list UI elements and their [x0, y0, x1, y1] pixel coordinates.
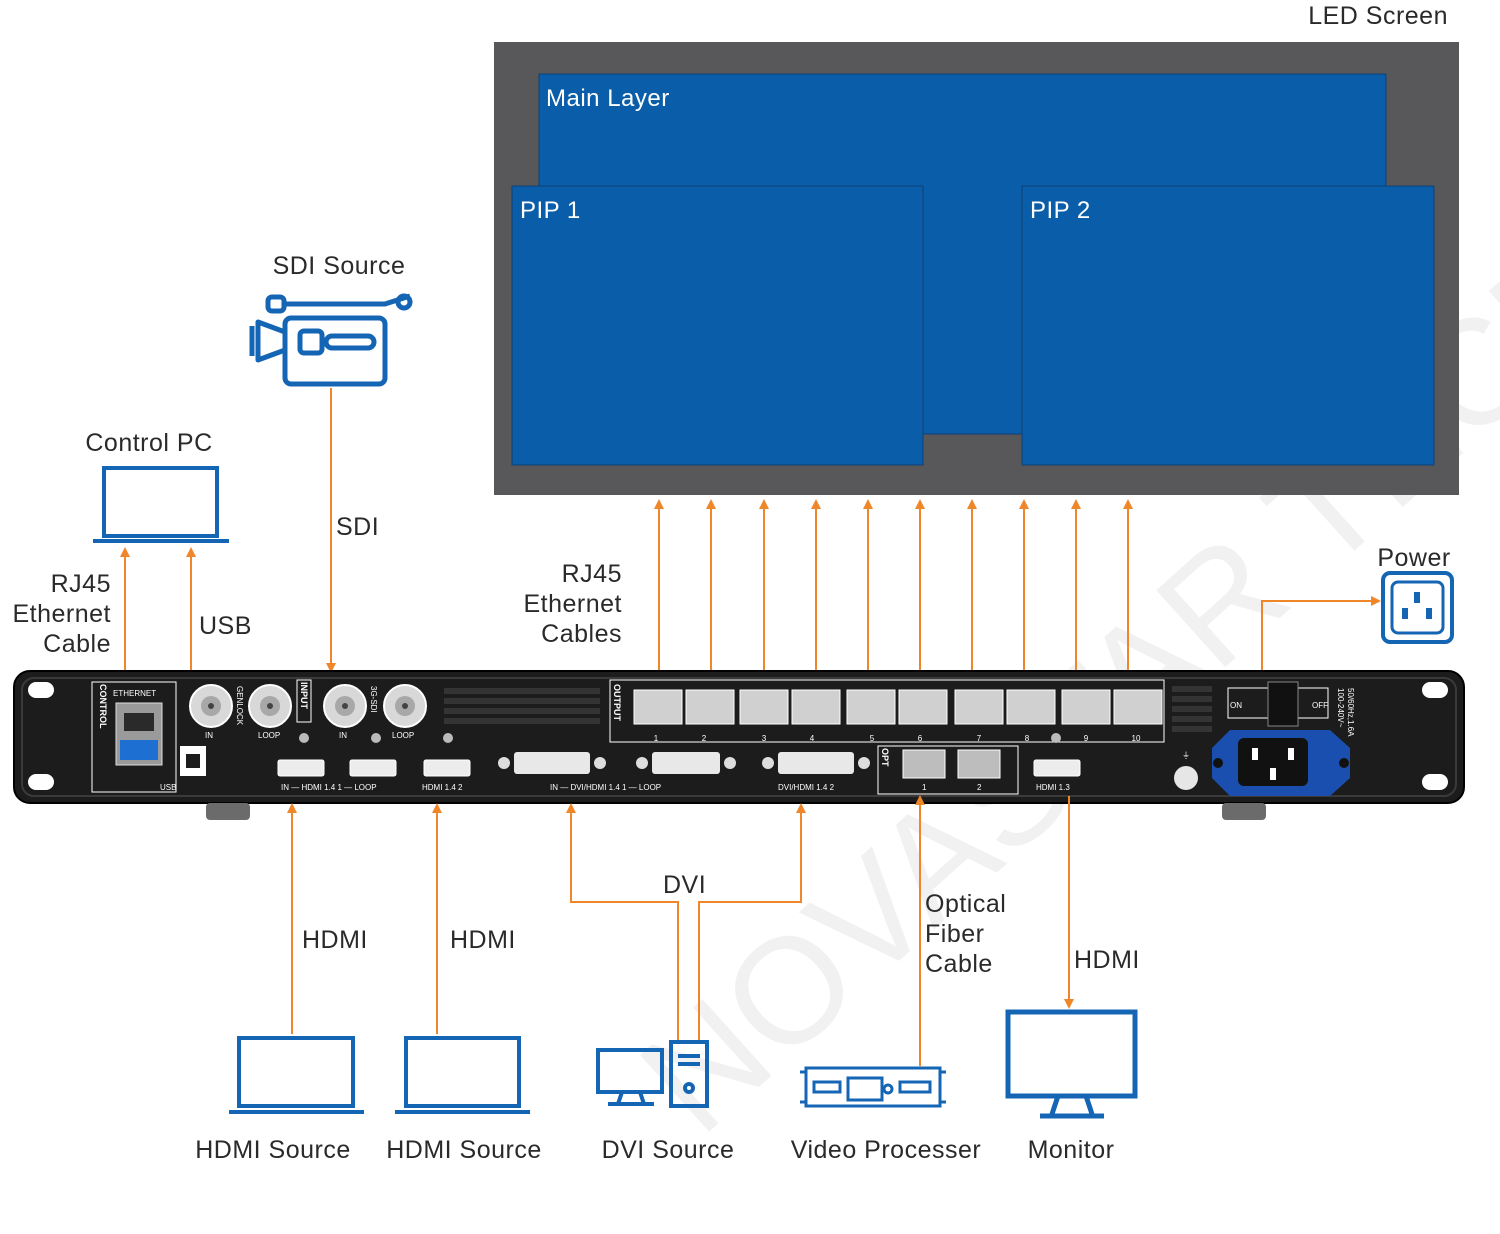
hdmi-source-2: HDMI Source — [386, 1036, 542, 1164]
control-pc: Control PC — [85, 429, 229, 543]
output-port-number: 5 — [870, 734, 875, 743]
hdmi-source-1-label: HDMI Source — [195, 1136, 351, 1164]
hdmi-source-1: HDMI Source — [195, 1036, 364, 1164]
laptop-icon — [229, 1036, 364, 1114]
pip2-label: PIP 2 — [1030, 197, 1091, 224]
rj45-label-2: Ethernet — [12, 600, 111, 628]
panel-output-label: OUTPUT — [612, 684, 622, 722]
power-switch[interactable] — [1267, 681, 1299, 727]
control-pc-label: Control PC — [85, 429, 212, 457]
pip1-layer — [511, 185, 924, 466]
video-processor-label: Video Processer — [791, 1136, 981, 1164]
output-arrows — [654, 499, 1133, 688]
panel-hdmi-2-label: HDMI 1.4 2 — [422, 783, 463, 792]
output-port-number: 8 — [1025, 734, 1030, 743]
hdmi-label-2: HDMI — [450, 926, 516, 954]
optical-label-2: Fiber — [925, 920, 984, 948]
rack-hole-icon — [28, 774, 54, 790]
dvi-source-label: DVI Source — [602, 1136, 735, 1164]
panel-opt2-label: 2 — [977, 783, 982, 792]
pip1-label: PIP 1 — [520, 197, 581, 224]
optical-label-3: Cable — [925, 950, 993, 978]
monitor-label: Monitor — [1028, 1136, 1115, 1164]
input-connection-lines — [287, 795, 1074, 1066]
rj45-label-3: Cable — [43, 630, 111, 658]
panel-input-label: INPUT — [299, 682, 309, 710]
hdmi-output-port[interactable] — [1033, 759, 1081, 777]
main-layer-label: Main Layer — [546, 85, 670, 112]
panel-rating-label: 50/60Hz,1.6A — [1346, 688, 1355, 737]
panel-hdmi-in-loop-label: IN — HDMI 1.4 1 — LOOP — [281, 783, 377, 792]
panel-voltage-label: 100-240V~ — [1336, 688, 1345, 728]
rack-hole-icon — [28, 682, 54, 698]
monitor: Monitor — [1005, 1009, 1138, 1164]
dvi-source: DVI Source — [596, 1040, 735, 1164]
panel-genlock-label: GENLOCK — [235, 686, 244, 726]
rj45-label-1: RJ45 — [51, 570, 111, 598]
sdi-source: SDI Source — [249, 252, 413, 387]
dvi-input-ports[interactable] — [498, 752, 870, 774]
laptop-icon — [395, 1036, 530, 1114]
panel-opt-label: OPT — [880, 748, 890, 767]
vent-slots — [444, 686, 1212, 732]
output-port-number: 7 — [977, 734, 982, 743]
rj45-cables-label-3: Cables — [541, 620, 622, 648]
output-port-number: 4 — [810, 734, 815, 743]
panel-sdi-loop-label: LOOP — [392, 731, 414, 740]
pip2-layer — [1021, 185, 1435, 466]
hdmi-input-ports[interactable] — [277, 759, 471, 777]
output-port-number: 2 — [702, 734, 707, 743]
output-port-number: 10 — [1132, 734, 1141, 743]
sdi-bnc-connectors[interactable] — [323, 684, 427, 728]
hdmi-label-1: HDMI — [302, 926, 368, 954]
laptop-icon — [93, 466, 229, 543]
output-port-number: 6 — [918, 734, 923, 743]
rack-hole-icon — [1422, 774, 1448, 790]
optical-ports[interactable] — [902, 749, 1001, 779]
panel-control-label: CONTROL — [98, 684, 108, 729]
rj45-cables-label-2: Ethernet — [523, 590, 622, 618]
panel-off-label: OFF — [1312, 701, 1328, 710]
panel-dvi-in-loop-label: IN — DVI/HDMI 1.4 1 — LOOP — [550, 783, 661, 792]
led-screen-title: LED Screen — [1308, 2, 1448, 30]
led-screen: LED Screen Main Layer PIP 1 PIP 2 — [494, 2, 1459, 495]
usb-label: USB — [199, 612, 252, 640]
rack-hole-icon — [1422, 682, 1448, 698]
panel-genlock-loop-label: LOOP — [258, 731, 280, 740]
hdmi-source-2-label: HDMI Source — [386, 1136, 542, 1164]
power: Power — [1377, 544, 1454, 644]
panel-dvi-2-label: DVI/HDMI 1.4 2 — [778, 783, 835, 792]
video-processor: Video Processer — [791, 1066, 981, 1164]
panel-genlock-in-label: IN — [205, 731, 213, 740]
power-label: Power — [1377, 544, 1450, 572]
output-port-number: 9 — [1084, 734, 1089, 743]
desktop-computer-icon — [596, 1040, 709, 1108]
panel-3g-sdi-label: 3G-SDI — [369, 686, 378, 713]
rj45-cables-label-1: RJ45 — [562, 560, 622, 588]
controller-device: CONTROL ETHERNET USB GENLOCK IN LOOP INP… — [13, 670, 1465, 820]
panel-ethernet-label: ETHERNET — [113, 689, 156, 698]
video-processor-icon — [800, 1066, 946, 1108]
sdi-source-label: SDI Source — [273, 252, 406, 280]
hdmi-monitor-label: HDMI — [1074, 946, 1140, 974]
rj45-output-ports[interactable] — [633, 689, 1163, 725]
ground-screw-icon — [1174, 766, 1198, 790]
monitor-icon — [1005, 1009, 1138, 1119]
panel-opt1-label: 1 — [922, 783, 927, 792]
genlock-bnc-connectors[interactable] — [189, 684, 292, 728]
sdi-label: SDI — [336, 513, 379, 541]
panel-hdmi13-label: HDMI 1.3 — [1036, 783, 1070, 792]
video-camera-icon — [249, 293, 413, 387]
panel-usb-label: USB — [160, 783, 176, 792]
power-outlet-icon — [1381, 571, 1454, 644]
panel-sdi-in-label: IN — [339, 731, 347, 740]
dvi-label: DVI — [663, 871, 706, 899]
panel-on-label: ON — [1230, 701, 1242, 710]
output-port-numbers: 1 2 3 4 5 6 7 8 9 10 — [654, 734, 1141, 743]
output-port-number: 3 — [762, 734, 767, 743]
optical-label-1: Optical — [925, 890, 1006, 918]
output-port-number: 1 — [654, 734, 659, 743]
svg-text:⏚: ⏚ — [1182, 751, 1190, 760]
